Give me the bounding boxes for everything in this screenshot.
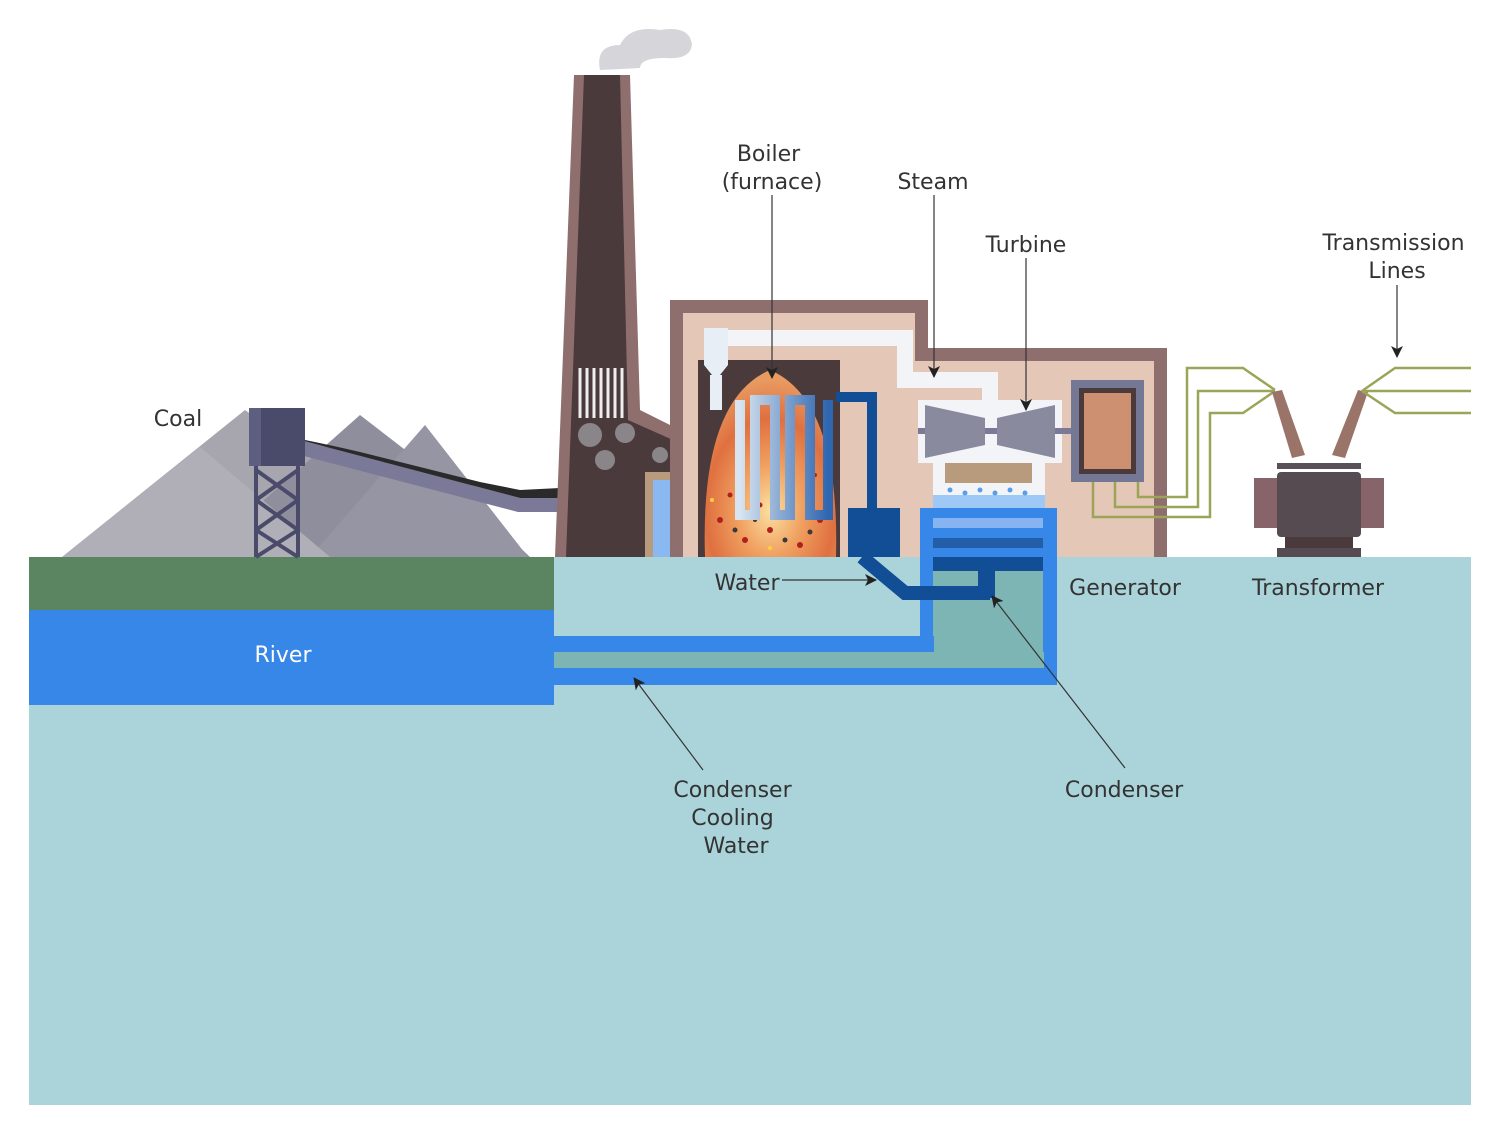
label-condenser: Condenser	[1065, 778, 1184, 803]
generator	[1071, 380, 1144, 482]
label-water: Water	[714, 571, 780, 596]
grass-bank	[29, 557, 554, 610]
label-transmission-lines: Transmission Lines	[1321, 231, 1471, 284]
label-steam: Steam	[897, 170, 968, 195]
feedwater-pipe	[836, 392, 995, 600]
generator-wires	[1091, 366, 1276, 519]
cooling-water-pipes	[554, 636, 1057, 685]
river	[29, 610, 554, 705]
transmission-lines	[1361, 366, 1471, 415]
mountains	[62, 410, 530, 557]
label-boiler: Boiler (furnace)	[722, 142, 823, 195]
label-generator: Generator	[1069, 576, 1182, 601]
label-turbine: Turbine	[985, 233, 1067, 258]
boiler-furnace	[698, 360, 840, 557]
label-transformer: Transformer	[1251, 576, 1385, 601]
pointer-lines	[633, 195, 1403, 771]
boiler-coil	[735, 395, 833, 520]
coal-tower	[249, 408, 305, 559]
transformer	[1254, 390, 1384, 557]
label-coal: Coal	[154, 407, 202, 432]
smoke-cloud	[599, 29, 692, 70]
steam-drum	[704, 328, 728, 380]
steam-pipe	[712, 330, 998, 405]
label-condenser-cooling-water: Condenser Cooling Water	[673, 778, 798, 859]
turbine	[918, 400, 1073, 510]
label-river: River	[255, 643, 313, 668]
chimney	[555, 75, 700, 557]
